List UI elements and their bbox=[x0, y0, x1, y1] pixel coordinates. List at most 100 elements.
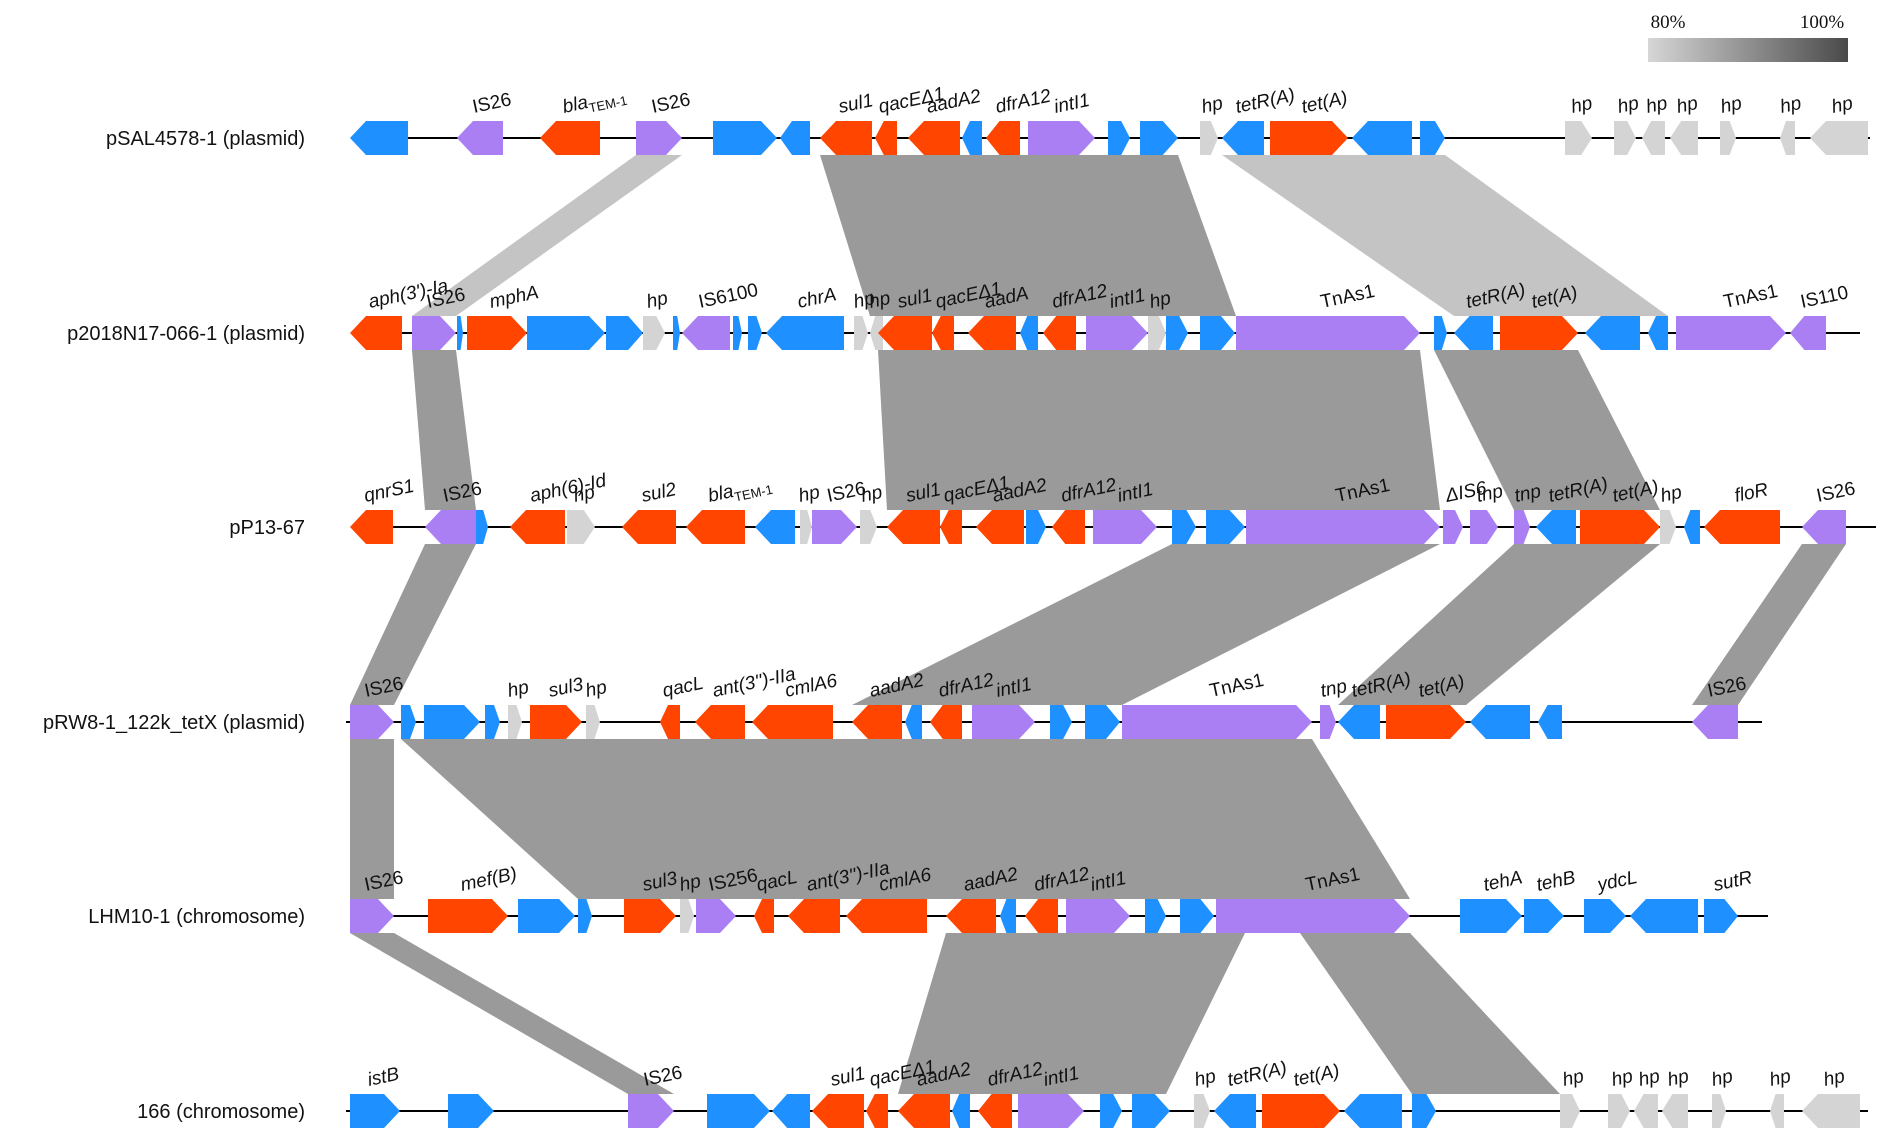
gene-arrow-unlabeled bbox=[578, 899, 592, 933]
gene-arrow-hp bbox=[1560, 1094, 1580, 1128]
track-label-2: p2018N17-066-1 (plasmid) bbox=[67, 323, 305, 345]
gene-arrow-tehb bbox=[1524, 899, 1564, 933]
gene-arrow-unlabeled bbox=[1420, 121, 1445, 155]
gene-arrow-unlabeled bbox=[1108, 121, 1130, 155]
gene-label: hp bbox=[572, 482, 597, 507]
gene-arrow-hp bbox=[586, 705, 600, 739]
gene-arrow-unlabeled bbox=[1206, 510, 1245, 544]
gene-label: intI1 bbox=[1052, 90, 1092, 118]
gene-arrow-hp bbox=[508, 705, 522, 739]
gene-label: hp bbox=[797, 482, 822, 507]
gene-arrow-unlabeled bbox=[1434, 316, 1447, 350]
gene-arrow-unlabeled bbox=[748, 316, 762, 350]
gene-label: hp bbox=[1830, 93, 1855, 118]
gene-arrow-unlabeled bbox=[1000, 899, 1016, 933]
gene-arrow-teha bbox=[1460, 899, 1522, 933]
homology-links bbox=[350, 155, 1846, 1094]
gene-arrow-unlabeled bbox=[476, 510, 488, 544]
gene-arrow-hp bbox=[860, 510, 877, 544]
gene-arrow-tetr-a bbox=[1536, 510, 1576, 544]
gene-arrow-qacl bbox=[754, 899, 774, 933]
gene-label: hp bbox=[1561, 1066, 1586, 1091]
gene-label: sul2 bbox=[640, 479, 679, 507]
gene-arrow-unlabeled bbox=[606, 316, 643, 350]
gene-arrow-aada2 bbox=[908, 121, 960, 155]
gene-arrow-qnrs1 bbox=[350, 510, 393, 544]
gene-arrow-unlabeled bbox=[1026, 510, 1046, 544]
gene-arrow-unlabeled bbox=[1180, 899, 1214, 933]
gene-arrow-sul1 bbox=[820, 121, 872, 155]
gene-arrow-bla bbox=[540, 121, 600, 155]
gene-arrow-istb bbox=[350, 1094, 400, 1128]
gene-arrow-unlabeled bbox=[424, 705, 480, 739]
homology-link-8 bbox=[852, 544, 1440, 705]
gene-arrow-inti1 bbox=[972, 705, 1035, 739]
identity-gradient-bar bbox=[1648, 38, 1848, 62]
gene-label: istB bbox=[366, 1064, 402, 1091]
gene-label: blaTEM-1 bbox=[706, 473, 774, 510]
gene-arrow-is26 bbox=[350, 705, 394, 739]
gene-arrow-unlabeled bbox=[673, 316, 680, 350]
gene-arrow-aada2 bbox=[946, 899, 996, 933]
homology-link-1 bbox=[412, 155, 682, 316]
gene-arrow-ant-3-iia bbox=[695, 705, 745, 739]
gene-label: qnrS1 bbox=[362, 476, 416, 507]
track-label-3: pP13-67 bbox=[229, 517, 305, 539]
gene-arrow-dfra12 bbox=[986, 121, 1020, 155]
gene-arrow-unlabeled bbox=[1020, 316, 1038, 350]
gene-arrow-is26 bbox=[1692, 705, 1738, 739]
gene-label: hp bbox=[1822, 1066, 1847, 1091]
gene-arrow-inti1 bbox=[1086, 316, 1148, 350]
gene-arrow-tet-a bbox=[1386, 705, 1466, 739]
gene-arrow-aph-3-ia bbox=[350, 316, 402, 350]
gene-label: hp bbox=[1200, 93, 1225, 118]
gene-label: hp bbox=[1616, 93, 1641, 118]
gene-arrow-hp bbox=[1642, 121, 1665, 155]
gene-label: hp bbox=[1148, 288, 1173, 313]
gene-arrow-is26 bbox=[457, 121, 503, 155]
gene-arrow-tnas1 bbox=[1676, 316, 1786, 350]
homology-link-4 bbox=[412, 350, 476, 510]
gene-label: hp bbox=[1659, 482, 1684, 507]
gene-arrow-dfra12 bbox=[978, 1094, 1012, 1128]
homology-link-12 bbox=[401, 739, 1410, 899]
gene-arrow-tnas1 bbox=[1216, 899, 1410, 933]
gene-arrow-hp bbox=[1670, 121, 1698, 155]
gene-arrow-hp bbox=[1194, 1094, 1210, 1128]
gene-label: sul1 bbox=[837, 90, 875, 118]
gene-label: TnAs1 bbox=[1208, 670, 1266, 702]
gene-arrow-sul2 bbox=[622, 510, 676, 544]
gene-arrow-unlabeled bbox=[1050, 705, 1072, 739]
gene-arrow-unlabeled bbox=[1538, 705, 1562, 739]
homology-link-3 bbox=[1222, 155, 1668, 316]
gene-label: hp bbox=[584, 677, 609, 702]
gene-label: floR bbox=[1733, 479, 1771, 507]
gene-arrow-dfra12 bbox=[1025, 899, 1058, 933]
gene-arrow-qace-1 bbox=[940, 510, 962, 544]
gene-label: aph(6)-Id bbox=[528, 470, 609, 507]
gene-arrow-tet-a bbox=[1270, 121, 1348, 155]
gene-arrow-unlabeled bbox=[1166, 316, 1188, 350]
gene-arrow-hp bbox=[1780, 121, 1795, 155]
gene-arrow-unlabeled bbox=[1172, 510, 1196, 544]
gene-arrow-sul3 bbox=[530, 705, 582, 739]
gene-arrow-inti1 bbox=[1028, 121, 1095, 155]
gene-arrow-mpha bbox=[467, 316, 527, 350]
track-label-1: pSAL4578-1 (plasmid) bbox=[106, 128, 305, 150]
gene-label: blaTEM-1 bbox=[561, 84, 629, 121]
gene-label: hp bbox=[1675, 93, 1700, 118]
gene-arrow-hp bbox=[1634, 1094, 1658, 1128]
gene-arrow-unlabeled bbox=[1100, 1094, 1122, 1128]
homology-link-2 bbox=[820, 155, 1236, 316]
gene-arrow-hp bbox=[800, 510, 812, 544]
track-labels: pSAL4578-1 (plasmid) p2018N17-066-1 (pla… bbox=[43, 128, 305, 1123]
gene-arrow-unlabeled bbox=[1140, 121, 1178, 155]
gene-arrow-sul1 bbox=[812, 1094, 864, 1128]
gene-arrow-is6 bbox=[1443, 510, 1463, 544]
gene-arrow-tetr-a bbox=[1454, 316, 1493, 350]
